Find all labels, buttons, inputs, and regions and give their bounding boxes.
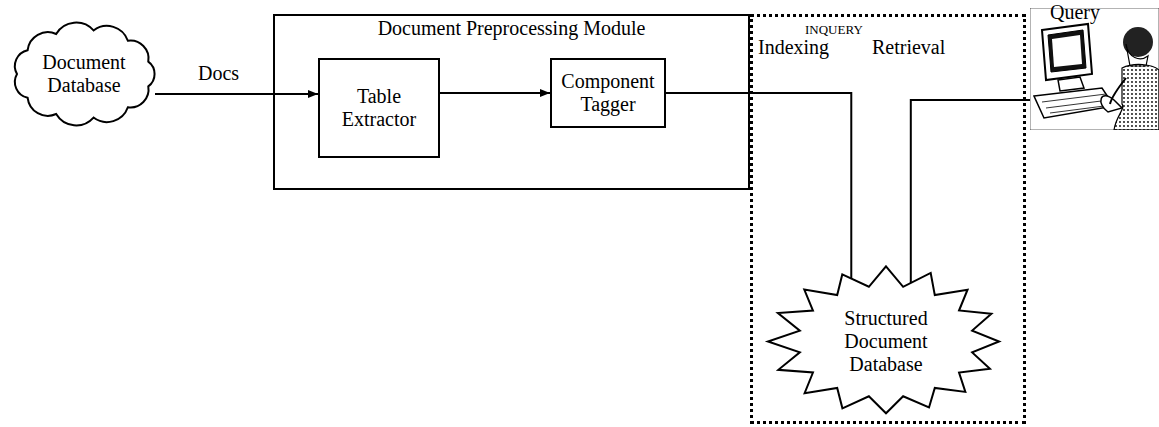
database-star: Structured Document Database [762, 262, 1010, 421]
node-label: Document Database [34, 51, 134, 97]
module-box: Document Preprocessing ModuleTable Extra… [273, 14, 750, 190]
node-heading: Document Preprocessing Module [378, 17, 646, 40]
cloud-database: Document Database [5, 18, 163, 130]
edge-label: Retrieval [872, 36, 945, 59]
edge-label: Docs [198, 62, 239, 85]
user-at-computer-illustration [1030, 8, 1159, 130]
user-node: Query [1030, 0, 1159, 130]
process-box: Table Extractor [318, 58, 440, 158]
connector-arrow [155, 93, 318, 95]
connector-arrow [440, 92, 550, 94]
system-region: INQUERYStructured Document Database [750, 14, 1026, 424]
node-heading: Query [1050, 1, 1100, 24]
connector-arrow [666, 93, 851, 289]
star-outline [768, 266, 999, 413]
cloud-outline [15, 23, 155, 126]
node-label: Structured Document Database [830, 307, 942, 376]
process-box: Component Tagger [550, 58, 666, 128]
node-label: Table Extractor [326, 85, 432, 131]
connector-arrow [911, 100, 1030, 284]
edge-label: Indexing [758, 36, 829, 59]
node-label: Component Tagger [554, 70, 662, 116]
